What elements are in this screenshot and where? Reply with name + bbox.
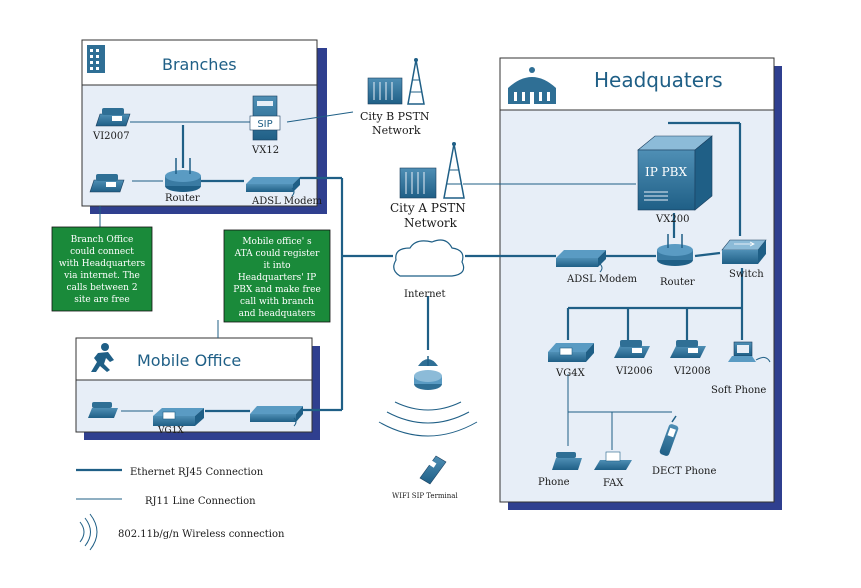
running-man-icon: [91, 343, 114, 372]
mobile-note-line: ATA could register: [234, 249, 320, 259]
wifi-sip-terminal-label: WIFI SIP Terminal: [392, 492, 458, 500]
branch-note-line: could connect: [70, 247, 134, 257]
branches-title: Branches: [162, 55, 237, 74]
headquarters-title: Headquaters: [594, 68, 723, 92]
router-icon: [657, 234, 693, 266]
ip-phone-icon: [670, 340, 706, 358]
mobile-note-line: Headquarters' IP: [238, 273, 316, 283]
branch-adsl-modem-label: ADSL Modem: [251, 196, 322, 207]
adsl-modem-icon: [250, 406, 303, 427]
building-icon: [87, 45, 105, 73]
city-a-line2: Network: [404, 216, 458, 230]
phone-icon: [552, 452, 582, 470]
mobile-office-panel: [75, 337, 320, 440]
government-building-icon: [508, 67, 556, 104]
branch-note-line: Branch Office: [71, 235, 134, 245]
vi2008-label: VI2008: [673, 366, 711, 377]
dect-phone-icon: [659, 415, 679, 456]
ip-pbx-icon: IP PBX: [637, 135, 713, 211]
mobile-note: Mobile office' s ATA could register it i…: [223, 229, 331, 323]
fax-label: FAX: [603, 478, 624, 489]
hq-router-label: Router: [660, 277, 695, 288]
pbx-text: IP PBX: [645, 165, 688, 179]
legend-ethernet-label: Ethernet RJ45 Connection: [130, 467, 264, 478]
phone-label: Phone: [538, 477, 570, 488]
mobile-note-line: it into: [263, 261, 290, 271]
sip-badge-text: SIP: [257, 119, 272, 130]
legend-rj11-label: RJ11 Line Connection: [145, 496, 256, 507]
city-b-line2: Network: [372, 124, 421, 137]
fax-icon: [594, 451, 632, 470]
mobile-office-title: Mobile Office: [137, 351, 241, 370]
city-a-line1: City A PSTN: [390, 201, 466, 215]
vg4x-gateway-icon: [548, 343, 594, 362]
branch-note-line: site are free: [74, 295, 129, 305]
city-a-pstn-icon: [399, 142, 465, 199]
phone-icon: [88, 402, 118, 418]
city-b-pstn-icon: [367, 58, 425, 105]
wireless-ap-icon: [414, 356, 442, 390]
vg1x-gateway-icon: [153, 408, 204, 426]
headquarters-panel: [499, 57, 782, 510]
adsl-modem-icon: [246, 177, 300, 197]
vg4x-label: VG4X: [555, 368, 586, 379]
ip-phone-icon: [614, 340, 650, 358]
branch-router-label: Router: [165, 193, 200, 204]
wifi-sip-terminal-icon: [419, 455, 447, 485]
ip-phone-icon: [95, 108, 131, 127]
branch-note-line: with Headquarters: [59, 259, 146, 269]
city-b-line1: City B PSTN: [360, 110, 430, 123]
vx200-label: VX200: [655, 214, 689, 225]
internet-label: Internet: [404, 289, 445, 300]
branch-note-line: calls between 2: [66, 283, 137, 293]
legend-wireless-label: 802.11b/g/n Wireless connection: [118, 529, 285, 540]
mobile-note-line: PBX and make free: [233, 285, 321, 295]
router-icon: [165, 158, 201, 192]
branch-note: Branch Office could connect with Headqua…: [51, 226, 153, 312]
wireless-waves-icon: [378, 401, 478, 437]
vi2007-label: VI2007: [92, 131, 130, 142]
branch-note-line: via internet. The: [63, 271, 140, 281]
laptop-icon: [728, 341, 771, 363]
legend: Ethernet RJ45 Connection RJ11 Line Conne…: [76, 467, 285, 551]
vg1x-label: VG1X: [157, 426, 184, 436]
switch-icon: [721, 239, 767, 264]
hq-adsl-modem-label: ADSL Modem: [566, 274, 637, 285]
dect-phone-label: DECT Phone: [652, 466, 716, 477]
mobile-note-line: call with branch: [240, 297, 314, 307]
ethernet-lines: [181, 121, 744, 413]
legend-wireless-icon: [79, 513, 98, 551]
sip-server-icon: SIP: [249, 95, 281, 141]
switch-label: Switch: [729, 269, 764, 280]
vi2006-label: VI2006: [615, 366, 653, 377]
soft-phone-label: Soft Phone: [711, 385, 766, 396]
mobile-note-line: and headquaters: [239, 309, 316, 319]
vx12-label: VX12: [251, 145, 279, 156]
adsl-modem-icon: [556, 250, 606, 273]
internet-cloud-icon: [393, 239, 465, 277]
rj11-lines: [99, 111, 672, 450]
ip-phone-icon: [89, 174, 125, 193]
mobile-note-line: Mobile office' s: [242, 237, 312, 247]
